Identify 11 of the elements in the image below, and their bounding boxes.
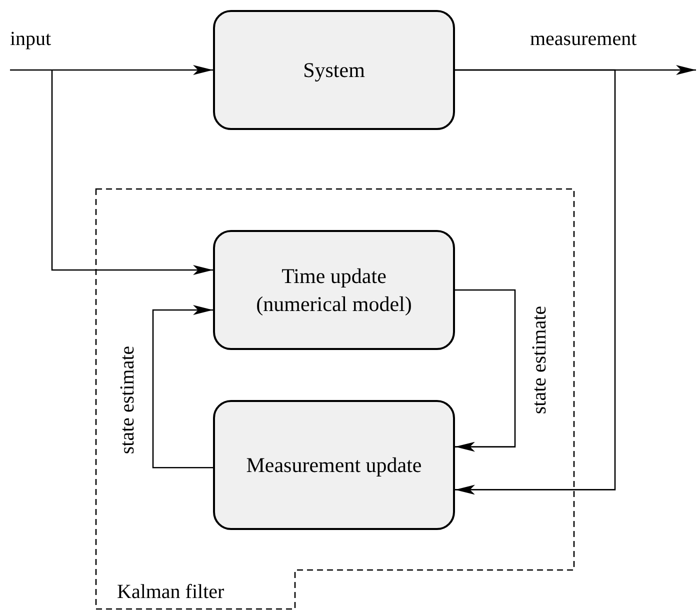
process-box: Measurement update	[213, 400, 455, 530]
process-box: Time update (numerical model)	[213, 230, 455, 350]
arrow	[51, 70, 213, 275]
arrow	[455, 69, 616, 495]
arrow	[152, 305, 213, 468]
arrow	[10, 65, 213, 75]
process-box: System	[213, 10, 455, 130]
arrow	[455, 289, 516, 452]
signal-label: measurement	[530, 28, 637, 51]
signal-label: input	[10, 28, 52, 51]
group-label: Kalman filter	[117, 581, 224, 604]
